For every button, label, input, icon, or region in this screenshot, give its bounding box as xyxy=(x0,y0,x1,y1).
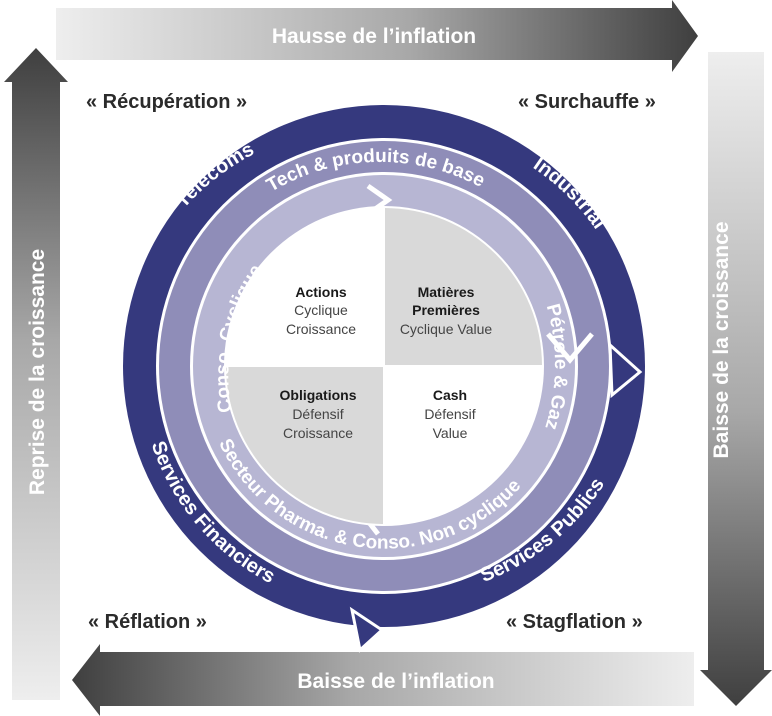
quadrant-tl-line2: Croissance xyxy=(286,321,356,337)
quadrant-bl-line1: Défensif xyxy=(292,406,343,422)
quadrant-top-left xyxy=(226,208,384,366)
quadrant-top-right xyxy=(384,208,542,366)
phase-reflation: « Réflation » xyxy=(88,611,207,633)
arrow-left: Reprise de la croissance xyxy=(4,48,68,700)
inner-ring-chevron-3 xyxy=(546,332,594,364)
quadrant-tl-line1: Cyclique xyxy=(294,302,348,318)
quadrant-br-line2: Value xyxy=(433,425,468,441)
quadrant-tr-line1: Cyclique Value xyxy=(400,321,493,337)
quadrant-br-line1: Défensif xyxy=(424,406,475,422)
quadrants xyxy=(226,208,542,524)
arrow-bottom: Baisse de l’inflation xyxy=(72,644,694,716)
quadrant-bottom-right xyxy=(384,366,542,524)
arrow-top: Hausse de l’inflation xyxy=(56,0,698,72)
phase-surchauffe: « Surchauffe » xyxy=(518,91,656,113)
quadrant-bl-line2: Croissance xyxy=(283,425,353,441)
quadrant-bottom-left xyxy=(226,366,384,524)
quadrant-br-title: Cash xyxy=(433,387,467,403)
outer-ring-arrow-head-2 xyxy=(349,606,385,653)
arrow-left-label: Reprise de la croissance xyxy=(26,249,49,495)
arrow-top-label: Hausse de l’inflation xyxy=(272,25,476,48)
quadrant-bl-title: Obligations xyxy=(280,387,357,403)
quadrant-tr-title-1: Matières xyxy=(418,284,475,300)
arrow-right-label: Baisse de la croissance xyxy=(710,222,733,459)
phase-stagflation: « Stagflation » xyxy=(506,611,643,633)
arrow-bottom-label: Baisse de l’inflation xyxy=(297,670,494,693)
arrow-right: Baisse de la croissance xyxy=(700,52,772,706)
phase-recuperation: « Récupération » xyxy=(86,91,248,113)
quadrant-tr-title-2: Premières xyxy=(412,302,480,318)
quadrant-tl-title: Actions xyxy=(295,284,347,300)
